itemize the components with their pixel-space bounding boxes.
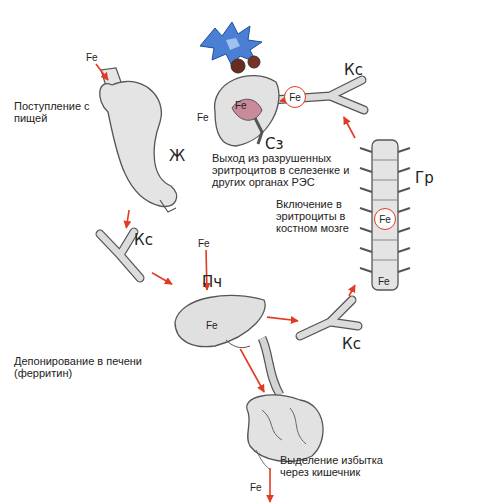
flow-arrow [152, 273, 172, 285]
organ-letter: Пч [202, 274, 222, 290]
process-note: Депонирование в печени (ферритин) [14, 355, 164, 379]
iron-circle: Fe [284, 86, 306, 108]
process-note: Выход из разрушенных эритроцитов в селез… [212, 152, 377, 188]
liver-drawing [175, 295, 280, 395]
vessel-letter: Кс [342, 336, 361, 352]
vessel-node: КсFe [284, 62, 374, 117]
stomach-drawing [100, 68, 177, 212]
flow-arrow [267, 317, 298, 321]
bone-drawing [360, 140, 410, 290]
flow-arrow [349, 285, 355, 296]
process-note: Включение в эритроциты в костном мозге [276, 198, 360, 234]
flow-arrow [126, 210, 129, 228]
stomach-node: Ж [95, 70, 185, 210]
outflow-arrow [269, 468, 271, 502]
bone-marrow-node: ГрFeFe [355, 130, 435, 295]
iron-symbol: Fe [250, 482, 262, 493]
iron-symbol: Fe [86, 52, 98, 63]
res-cells-drawing [200, 22, 262, 73]
vessel-node: Кс [92, 228, 152, 283]
liver-node: ПчFe [172, 274, 267, 349]
iron-symbol: Fe [206, 320, 218, 331]
iron-symbol: Fe [198, 238, 210, 249]
vessel-letter: Кс [344, 62, 363, 78]
iron-symbol: Fe [197, 112, 209, 123]
intestine-node: Выделение избытка через кишечник [238, 392, 330, 464]
vessel-node: Кс [298, 296, 368, 354]
organ-letter: Сз [265, 136, 283, 152]
flow-arrow [344, 117, 355, 138]
flow-arrow [240, 349, 264, 392]
process-note: Поступление с пищей [14, 100, 92, 124]
vessel-drawing [272, 80, 364, 110]
spleen-node: FeFeСз [195, 70, 280, 152]
iron-circle: Fe [374, 208, 396, 230]
process-note: Выделение избытка через кишечник [280, 454, 405, 478]
inflow-arrow [96, 64, 108, 80]
iron-symbol: Fe [378, 276, 390, 287]
iron-symbol: Fe [235, 100, 247, 111]
vessel-letter: Кс [134, 232, 153, 248]
organ-letter: Гр [415, 170, 434, 186]
organ-letter: Ж [169, 148, 185, 164]
vessel-drawing [300, 300, 358, 336]
